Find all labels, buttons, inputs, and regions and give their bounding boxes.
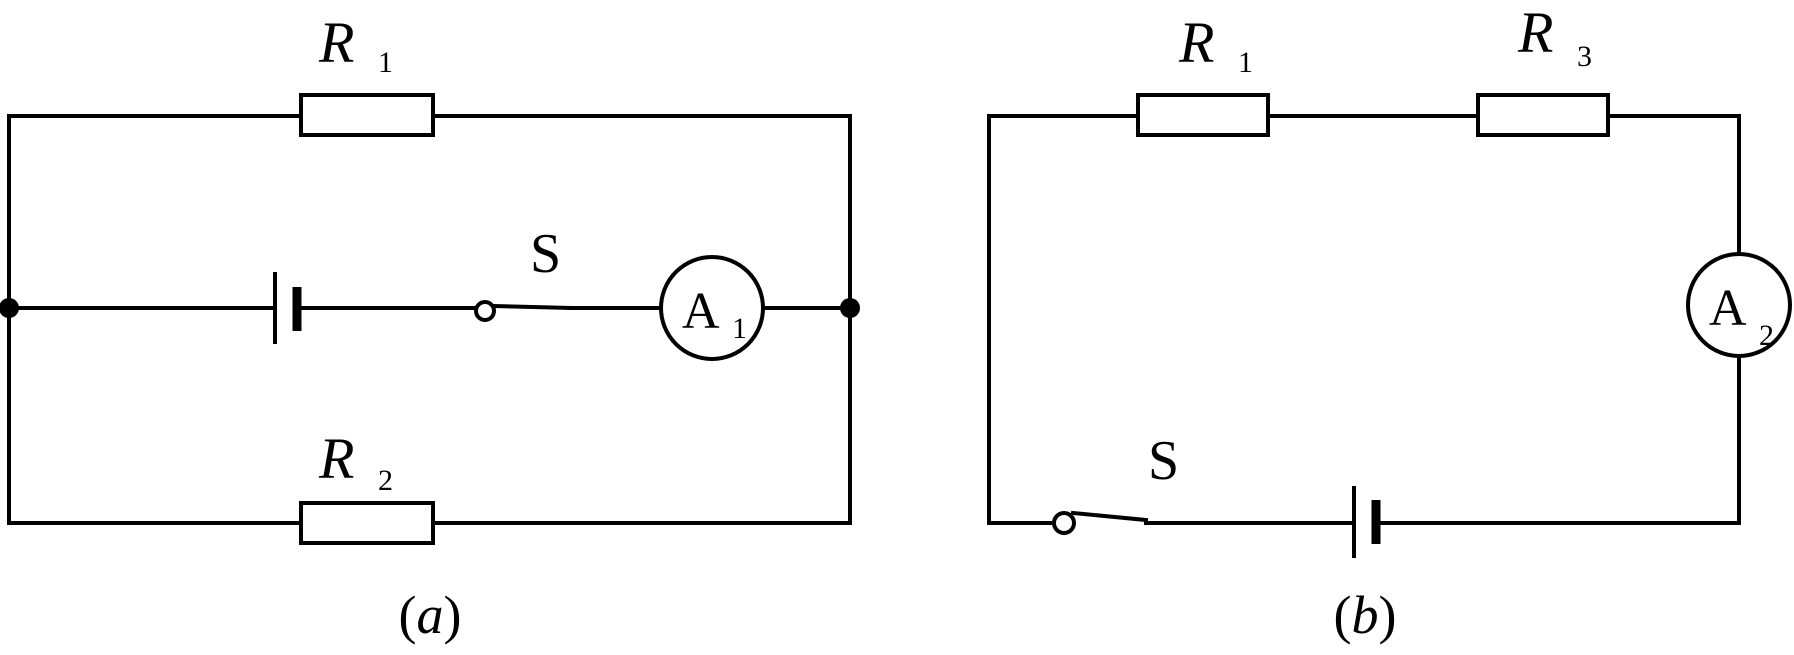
- caption-a-letter: a: [417, 585, 444, 645]
- circuit-b-left-wire: [987, 114, 1140, 525]
- circuit-a-top-right-wire: [431, 114, 852, 525]
- resistor-r3-b-label: R: [1517, 0, 1553, 65]
- switch-a: [474, 300, 573, 322]
- battery-a: [273, 272, 302, 344]
- resistor-r2-a-label: R: [318, 426, 354, 491]
- ammeter-a1-label: A: [682, 283, 720, 340]
- circuit-b-right-wire: [1606, 114, 1741, 256]
- caption-a-close: ): [444, 585, 462, 645]
- resistor-r1-a-label: R: [318, 10, 354, 75]
- resistor-r3-b: [1476, 93, 1610, 137]
- switch-a-label: S: [530, 223, 561, 285]
- caption-b-open: (: [1334, 585, 1352, 645]
- resistor-r1-b-label: R: [1178, 10, 1214, 75]
- ammeter-a2: [1686, 252, 1792, 358]
- resistor-r2-a: [299, 501, 435, 545]
- ammeter-a1-subscript: 1: [732, 312, 747, 345]
- caption-a-open: (: [399, 585, 417, 645]
- resistor-r3-b-subscript: 3: [1577, 40, 1592, 73]
- switch-b: [1052, 510, 1149, 535]
- caption-b: (b): [1334, 585, 1397, 645]
- ammeter-a2-subscript: 2: [1759, 319, 1774, 352]
- circuit-a: R 1 R 2 S A 1 (a): [0, 10, 860, 645]
- resistor-r1-b-subscript: 1: [1238, 46, 1253, 79]
- battery-b: [1352, 486, 1381, 558]
- resistor-r1-a: [299, 93, 435, 137]
- circuit-b: R 1 R 3 A 2 S (b): [987, 0, 1792, 645]
- ammeter-a1: [659, 255, 765, 361]
- caption-a: (a): [399, 585, 462, 645]
- resistor-r2-a-subscript: 2: [378, 464, 393, 497]
- resistor-r1-b: [1136, 93, 1270, 137]
- resistor-r1-a-subscript: 1: [378, 46, 393, 79]
- caption-b-close: ): [1379, 585, 1397, 645]
- caption-b-letter: b: [1352, 585, 1379, 645]
- circuit-a-top-wire: [7, 114, 303, 525]
- junction-dot-left: [0, 298, 19, 318]
- junction-dot-right: [840, 298, 860, 318]
- ammeter-a2-label: A: [1709, 280, 1747, 337]
- switch-b-label: S: [1148, 430, 1179, 492]
- circuit-b-bottom-right-wire: [1374, 354, 1741, 525]
